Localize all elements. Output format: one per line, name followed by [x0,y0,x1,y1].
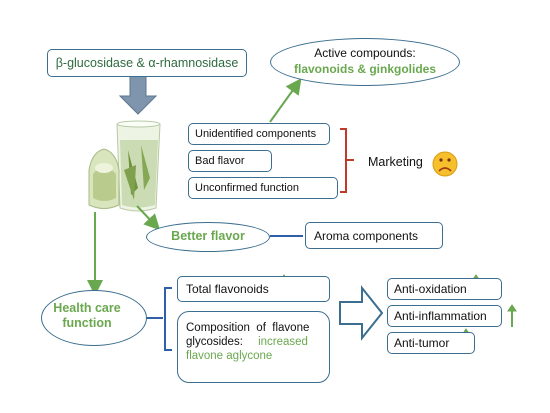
composition-line3: flavone aglycone [186,350,273,362]
effect-label: Anti-tumor [394,336,450,350]
better-flavor-oval: Better flavor [146,222,270,252]
health-care-oval: Health care function [41,290,147,346]
problem-box: Unidentified components [188,123,330,145]
active-compounds-detail: flavonoids & ginkgolides [293,62,436,76]
better-flavor-label: Better flavor [171,229,245,243]
effect-label: Anti-oxidation [394,282,467,296]
health-care-line2: function [62,316,112,330]
marketing-label: Marketing [368,155,423,169]
effect-box: Anti-oxidation [387,278,502,300]
problem-label: Bad flavor [195,155,245,167]
aroma-box: Aroma components [305,222,443,249]
sad-face-icon [432,151,458,177]
tea-glass-image [116,120,161,212]
problem-box: Unconfirmed function [188,177,338,199]
problem-label: Unconfirmed function [195,182,299,194]
enzymes-label: β-glucosidase & α-rhamnosidase [55,56,239,70]
effect-label: Anti-inflammation [394,309,487,323]
down-arrow [118,75,158,115]
problem-box: Bad flavor [188,150,272,172]
health-brace [164,287,172,351]
composition-line2b: increased [258,336,308,348]
effects-arrow [339,285,384,341]
effect-box: Anti-inflammation [387,305,502,327]
total-flavonoids-box: Total flavonoids [177,276,330,302]
composition-box: Composition of flavone glycosides: incre… [177,311,330,383]
marketing-brace [340,128,354,193]
active-compounds-title: Active compounds: [314,46,416,60]
active-compounds-oval: Active compounds: flavonoids & ginkgolid… [270,38,460,86]
effect-box: Anti-tumor [387,332,475,354]
composition-line2a: glycosides: [186,336,243,348]
problem-label: Unidentified components [195,128,317,140]
total-flavonoids-label: Total flavonoids [186,282,269,296]
enzymes-box: β-glucosidase & α-rhamnosidase [47,49,247,77]
ginkgo-bottle-image [88,148,120,209]
composition-line1: Composition of flavone [186,322,310,334]
aroma-label: Aroma components [314,228,419,243]
health-care-line1: Health care [53,301,121,315]
